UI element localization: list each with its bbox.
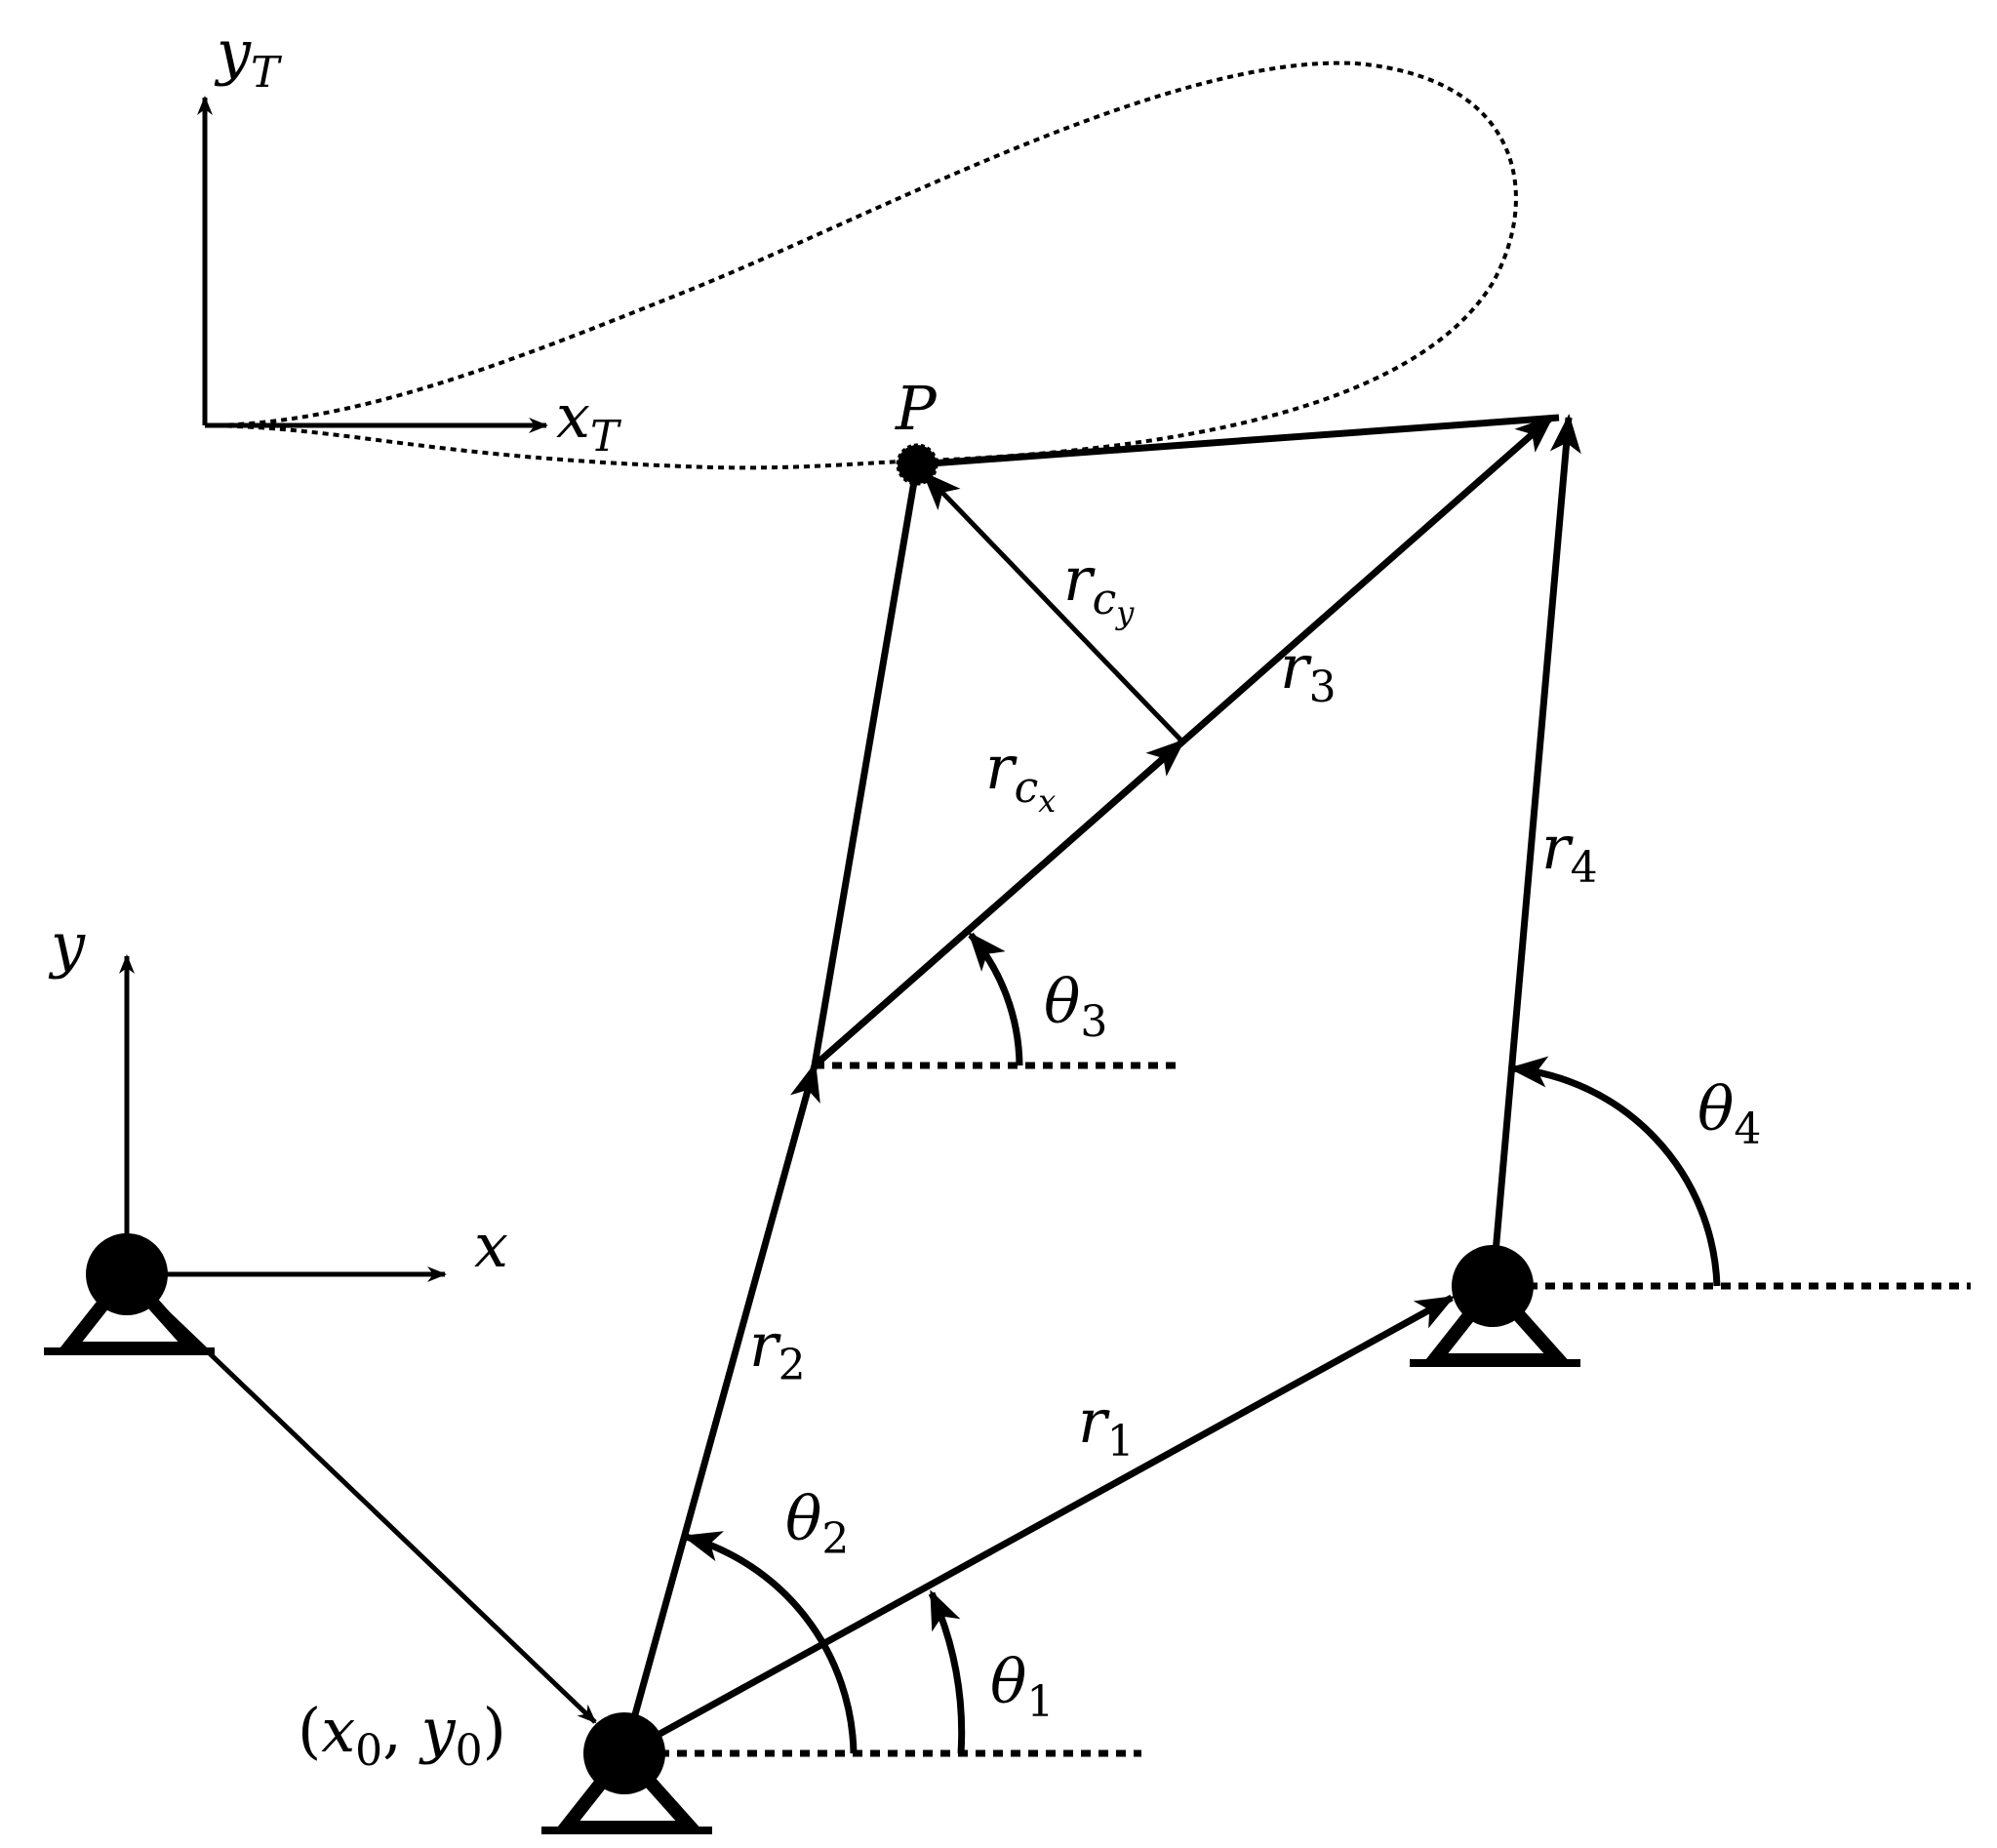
label-y: y [48, 909, 86, 981]
origin-offset-arrow [125, 1272, 597, 1724]
link-r4 [1489, 414, 1581, 1287]
label-yt: yT [214, 17, 283, 98]
label-r3: r3 [1280, 631, 1337, 712]
label-theta3: θ3 [1044, 966, 1107, 1047]
label-xt: xT [556, 381, 622, 462]
coupler-curve [204, 60, 1518, 470]
label-origin-x0-y0: (x0, y0) [298, 1695, 506, 1776]
point-p-marker [896, 443, 939, 486]
label-r1: r1 [1078, 1386, 1135, 1466]
label-p: P [895, 373, 938, 444]
label-theta4: θ4 [1697, 1073, 1761, 1154]
vector-rcy [922, 471, 1184, 743]
coupler-side-p-to-b [916, 414, 1560, 468]
label-r4: r4 [1541, 812, 1598, 893]
link-r2 [620, 1062, 820, 1754]
vector-rcx [812, 739, 1186, 1068]
label-r2: r2 [749, 1309, 806, 1390]
label-rcy: rcy [1063, 543, 1135, 631]
ground-pivot-global [44, 1233, 215, 1355]
arc-theta3 [968, 931, 1023, 1066]
ground-pivot-o2 [541, 1712, 712, 1834]
arc-theta2 [682, 1531, 858, 1754]
link-r1 [622, 1294, 1456, 1757]
label-x: x [474, 1210, 508, 1281]
label-rcx: rcx [985, 732, 1056, 820]
arc-theta1 [928, 1589, 966, 1754]
coupler-side-a-to-p [811, 463, 921, 1066]
label-theta1: θ1 [990, 1646, 1054, 1727]
arc-theta4 [1508, 1056, 1721, 1287]
label-theta2: θ2 [785, 1483, 849, 1564]
ground-pivot-o4 [1410, 1245, 1580, 1367]
